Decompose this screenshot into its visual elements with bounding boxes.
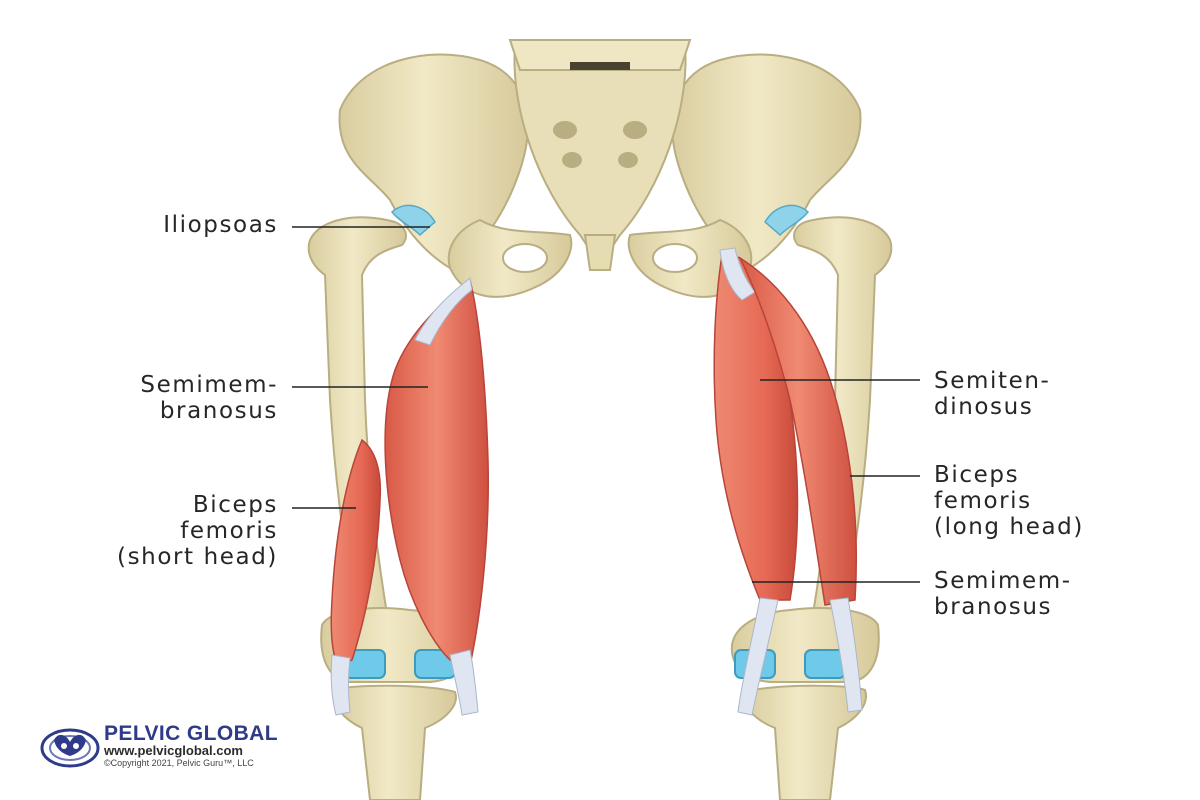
logo-url[interactable]: www.pelvicglobal.com — [104, 743, 243, 758]
label-iliopsoas: Iliopsoas — [90, 212, 278, 238]
label-biceps-short-head: Biceps femoris (short head) — [40, 492, 278, 570]
label-line-3: (short head) — [117, 544, 278, 570]
label-line-1: Biceps — [934, 462, 1020, 488]
label-line-1: Semiten- — [934, 368, 1051, 394]
label-semimembranosus-left: Semimem- branosus — [60, 372, 278, 424]
pelvis-logo-icon — [40, 728, 100, 768]
right-hip-cartilage — [764, 204, 810, 237]
leader-lines — [292, 226, 920, 583]
label-line-2: branosus — [934, 594, 1053, 620]
left-biceps-short-head-muscle — [330, 438, 382, 716]
lumbar-vertebra — [508, 39, 692, 71]
label-line-3: (long head) — [934, 514, 1084, 540]
coccyx — [583, 234, 617, 271]
label-line-2: femoris — [180, 518, 278, 544]
right-ilium — [671, 53, 862, 270]
label-line-2: femoris — [934, 488, 1032, 514]
label-line-1: Biceps — [192, 492, 278, 518]
label-iliopsoas-text: Iliopsoas — [163, 212, 278, 238]
left-semimembranosus-muscle — [384, 277, 489, 716]
left-obturator-foramen — [502, 243, 548, 273]
label-line-1: Semimem- — [140, 372, 278, 398]
pelvis — [338, 39, 862, 298]
logo-copyright: ©Copyright 2021, Pelvic Guru™, LLC — [104, 758, 254, 768]
label-semitendinosus: Semiten- dinosus — [934, 368, 1174, 420]
label-line-1: Semimem- — [934, 568, 1072, 594]
pelvic-global-logo: PELVIC GLOBAL www.pelvicglobal.com ©Copy… — [40, 722, 340, 772]
right-obturator-foramen — [652, 243, 698, 273]
label-line-2: branosus — [159, 398, 278, 424]
logo-title: PELVIC GLOBAL — [104, 722, 278, 745]
label-line-2: dinosus — [934, 394, 1034, 420]
right-hamstring-tendons — [737, 597, 863, 716]
right-semitendinosus-muscle — [713, 247, 799, 601]
left-ilium — [338, 53, 529, 270]
left-tibia — [333, 684, 457, 800]
label-semimembranosus-right: Semimem- branosus — [934, 568, 1174, 620]
label-biceps-long-head: Biceps femoris (long head) — [934, 462, 1174, 540]
